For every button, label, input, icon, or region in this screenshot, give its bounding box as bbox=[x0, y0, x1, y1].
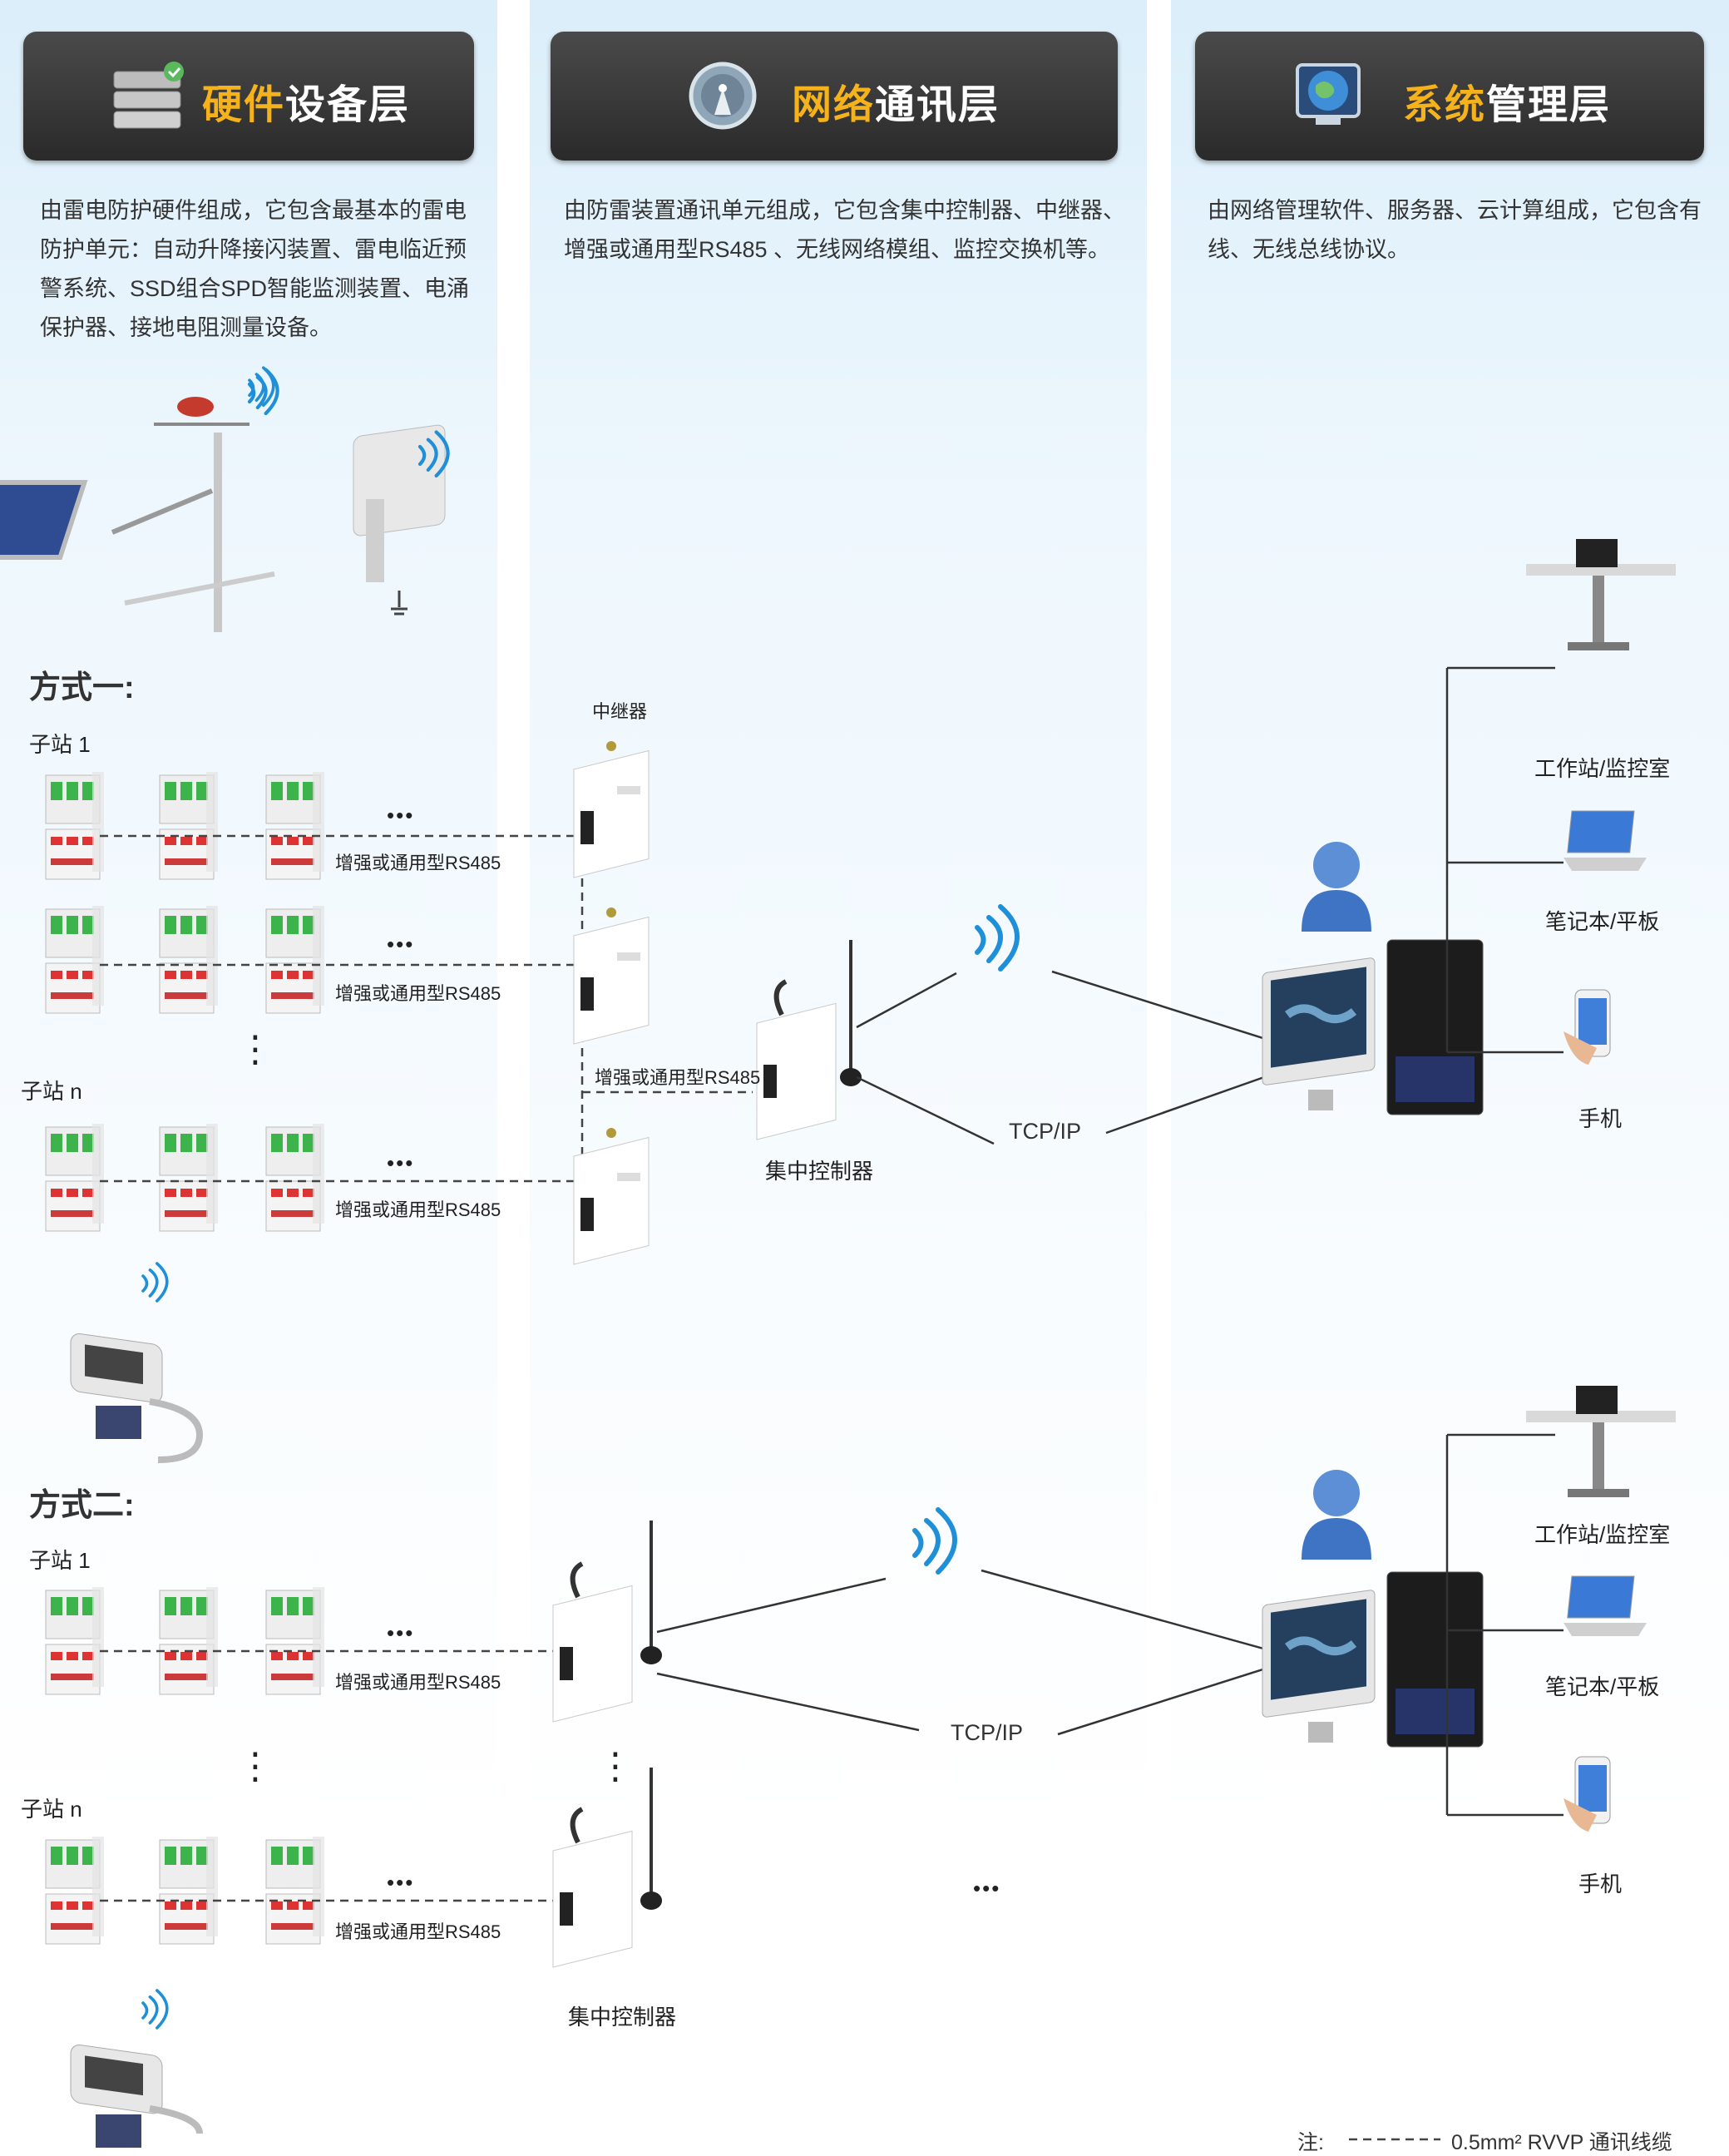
network-layer-description: 由防雷装置通讯单元组成，它包含集中控制器、中继器、增强或通用型RS485 、无线… bbox=[564, 198, 1125, 262]
mode1-ellipsis-rown: ••• bbox=[387, 1150, 415, 1175]
mode2-ellipsis-vertical-left: ⋮ bbox=[237, 1746, 274, 1787]
weather-station-image bbox=[0, 366, 275, 632]
system-title-highlight: 系统 bbox=[1403, 83, 1487, 127]
mode2-row1-spd-group bbox=[45, 1586, 325, 1695]
mode1-rs485-label-repeater: 增强或通用型RS485 bbox=[595, 1067, 761, 1088]
mode2-ellipsis-rown: ••• bbox=[387, 1870, 415, 1895]
mode2-rs485-label-rown: 增强或通用型RS485 bbox=[335, 1921, 501, 1942]
mode1-person-icon bbox=[1302, 842, 1371, 932]
mode1-laptop-label: 笔记本/平板 bbox=[1545, 909, 1660, 934]
mode2-ellipsis-vertical-controller: ⋮ bbox=[597, 1746, 634, 1787]
mode2-controller-label: 集中控制器 bbox=[568, 2005, 677, 2030]
mode2-workstation-label: 工作站/监控室 bbox=[1534, 1522, 1671, 1547]
mode1-controller-device bbox=[757, 940, 862, 1140]
mode1-network-lines bbox=[856, 970, 1269, 1145]
repeater-device-2 bbox=[573, 907, 650, 1045]
mode1-rs485-label-row1: 增强或通用型RS485 bbox=[335, 853, 501, 873]
mode1-rown-spd-group bbox=[45, 1123, 325, 1232]
globe-monitor-icon bbox=[1296, 63, 1361, 125]
mode1-system-tree-lines bbox=[1445, 666, 1564, 1054]
mode1-repeater-label: 中继器 bbox=[592, 701, 648, 722]
mode2-workstation-device bbox=[1526, 1386, 1676, 1497]
mode1-controller-label: 集中控制器 bbox=[765, 1159, 874, 1184]
mode1-substation-n-label: 子站 n bbox=[21, 1079, 82, 1104]
system-layer-description: 由网络管理软件、服务器、云计算组成，它包含有线、无线总线协议。 bbox=[1208, 198, 1702, 262]
mode2-phone-device bbox=[1563, 1756, 1611, 1832]
mode1-ground-resistance-device bbox=[70, 1333, 204, 1463]
server-icon bbox=[113, 62, 184, 129]
mode1-laptop-device bbox=[1563, 810, 1647, 872]
mode1-ellipsis-row1: ••• bbox=[387, 803, 415, 828]
mode2-controller-device-1 bbox=[553, 1521, 662, 1722]
mode1-workstation-device bbox=[1526, 539, 1676, 650]
mode2-substation-n-label: 子站 n bbox=[21, 1797, 82, 1822]
footnote-text: 0.5mm² RVVP 通讯线缆 bbox=[1451, 2131, 1672, 2154]
system-title-rest: 管理层 bbox=[1486, 83, 1612, 127]
network-layer-title: 网络通讯层 bbox=[792, 72, 1000, 130]
mode1-tcpip-label: TCP/IP bbox=[1009, 1119, 1082, 1144]
hardware-title-highlight: 硬件 bbox=[202, 83, 286, 127]
footnote-prefix: 注: bbox=[1297, 2131, 1324, 2154]
network-column bbox=[530, 0, 1147, 2153]
mode2-system-tree-lines bbox=[1445, 1433, 1564, 1817]
hardware-layer-description: 由雷电防护硬件组成，它包含最基本的雷电防护单元：自动升降接闪装置、雷电临近预警系… bbox=[40, 198, 470, 340]
antenna-icon bbox=[689, 62, 757, 130]
mode1-substation-1-label: 子站 1 bbox=[29, 732, 91, 757]
mode1-row2-spd-group bbox=[45, 905, 325, 1014]
mode1-wifi-icon bbox=[977, 907, 1017, 969]
hardware-title-rest: 设备层 bbox=[285, 83, 411, 127]
mode2-phone-label: 手机 bbox=[1578, 1872, 1623, 1896]
mode2-rs485-lines bbox=[100, 1649, 553, 1902]
network-layer-header: 网络通讯层 bbox=[551, 32, 1118, 161]
mode2-substation-1-label: 子站 1 bbox=[29, 1548, 91, 1573]
mode2-laptop-label: 笔记本/平板 bbox=[1545, 1674, 1660, 1699]
system-layer-header: 系统管理层 bbox=[1195, 32, 1704, 161]
hardware-column bbox=[0, 0, 497, 2153]
mode2-person-icon bbox=[1302, 1470, 1371, 1560]
repeater-device-3 bbox=[573, 1127, 650, 1265]
hardware-layer-title: 硬件设备层 bbox=[202, 72, 410, 130]
mode2-tcpip-label: TCP/IP bbox=[951, 1720, 1024, 1745]
mode2-rs485-label-row1: 增强或通用型RS485 bbox=[335, 1672, 501, 1693]
mode2-rown-spd-group bbox=[45, 1836, 325, 1945]
mode2-ellipsis-row1: ••• bbox=[387, 1620, 415, 1645]
mode2-ground-resistance-device bbox=[70, 2045, 203, 2148]
repeater-device-1 bbox=[573, 740, 650, 878]
spd-monitor-image bbox=[353, 424, 446, 616]
mode1-workstation-label: 工作站/监控室 bbox=[1534, 756, 1671, 781]
mode1-ellipsis-row2: ••• bbox=[387, 932, 415, 957]
mode2-laptop-device bbox=[1563, 1575, 1647, 1637]
network-title-rest: 通讯层 bbox=[875, 83, 1000, 127]
mode2-server-pc bbox=[1262, 1572, 1483, 1747]
network-title-highlight: 网络 bbox=[792, 83, 876, 127]
mode2-heading: 方式二: bbox=[29, 1488, 135, 1523]
mode1-ellipsis-vertical: ⋮ bbox=[237, 1029, 274, 1070]
mode1-rs485-label-row2: 增强或通用型RS485 bbox=[335, 983, 501, 1004]
mode2-ellipsis-system: ••• bbox=[973, 1876, 1001, 1901]
hardware-layer-header: 硬件设备层 bbox=[23, 32, 474, 161]
mode1-phone-device bbox=[1563, 989, 1611, 1066]
mode2-network-lines bbox=[656, 1569, 1273, 1736]
mode2-wifi-icon bbox=[915, 1510, 955, 1572]
system-layer-title: 系统管理层 bbox=[1403, 72, 1611, 130]
mode2-controller-device-2 bbox=[553, 1768, 662, 1967]
mode1-phone-label: 手机 bbox=[1578, 1106, 1623, 1131]
mode1-rs485-label-rown: 增强或通用型RS485 bbox=[335, 1199, 501, 1220]
mode1-server-pc bbox=[1262, 940, 1483, 1115]
mode1-row1-spd-group bbox=[45, 771, 325, 880]
mode1-heading: 方式一: bbox=[29, 670, 135, 705]
